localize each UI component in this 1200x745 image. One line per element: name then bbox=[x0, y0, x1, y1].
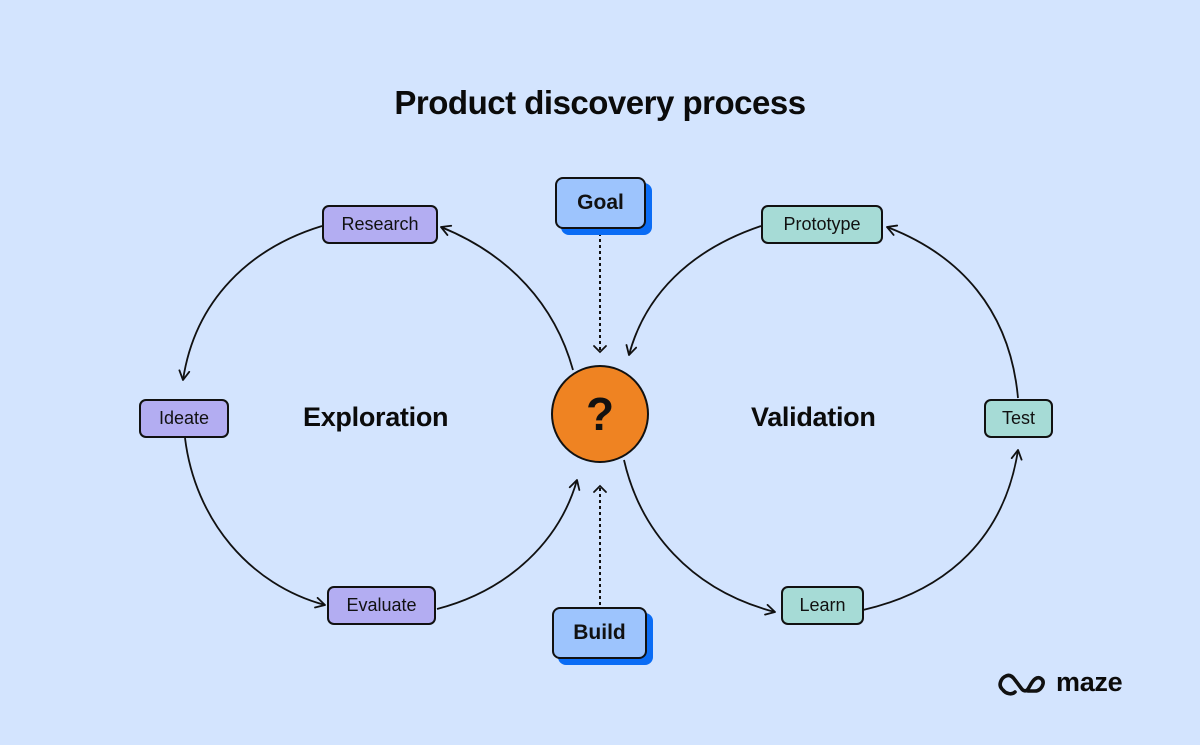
step-test[interactable]: Test bbox=[984, 399, 1053, 438]
build-box[interactable]: Build bbox=[552, 607, 647, 659]
arrow-test-to-prototype bbox=[886, 224, 1019, 399]
arrow-prototype-to-center bbox=[625, 225, 762, 356]
arrow-center-to-learn bbox=[623, 459, 776, 616]
step-research[interactable]: Research bbox=[322, 205, 438, 244]
question-mark-icon: ? bbox=[585, 388, 615, 440]
build-arrowhead bbox=[593, 484, 607, 493]
step-prototype[interactable]: Prototype bbox=[761, 205, 883, 244]
step-learn-label: Learn bbox=[799, 595, 846, 615]
step-ideate-label: Ideate bbox=[158, 408, 210, 428]
section-exploration: Exploration bbox=[303, 402, 449, 432]
arrow-learn-to-test bbox=[862, 449, 1023, 611]
goal-arrowhead bbox=[593, 345, 607, 354]
goal-box[interactable]: Goal bbox=[555, 177, 646, 229]
step-learn[interactable]: Learn bbox=[781, 586, 864, 625]
step-research-label: Research bbox=[341, 214, 419, 234]
arrow-center-to-research bbox=[440, 224, 574, 371]
goal-label: Goal bbox=[577, 191, 624, 214]
brand-logo: maze bbox=[998, 667, 1123, 698]
section-validation: Validation bbox=[751, 402, 876, 432]
build-label: Build bbox=[573, 621, 626, 644]
brand-name: maze bbox=[1056, 667, 1123, 697]
step-ideate[interactable]: Ideate bbox=[139, 399, 229, 438]
step-evaluate-label: Evaluate bbox=[346, 595, 417, 615]
arrow-research-to-ideate bbox=[178, 225, 323, 381]
step-prototype-label: Prototype bbox=[783, 214, 861, 234]
center-hub[interactable]: ? bbox=[551, 365, 649, 463]
page-title: Product discovery process bbox=[394, 84, 806, 121]
maze-logo-icon bbox=[998, 673, 1045, 696]
step-test-label: Test bbox=[1001, 408, 1035, 428]
step-evaluate[interactable]: Evaluate bbox=[327, 586, 436, 625]
arrow-evaluate-to-center bbox=[436, 479, 581, 610]
arrow-ideate-to-evaluate bbox=[184, 437, 326, 609]
